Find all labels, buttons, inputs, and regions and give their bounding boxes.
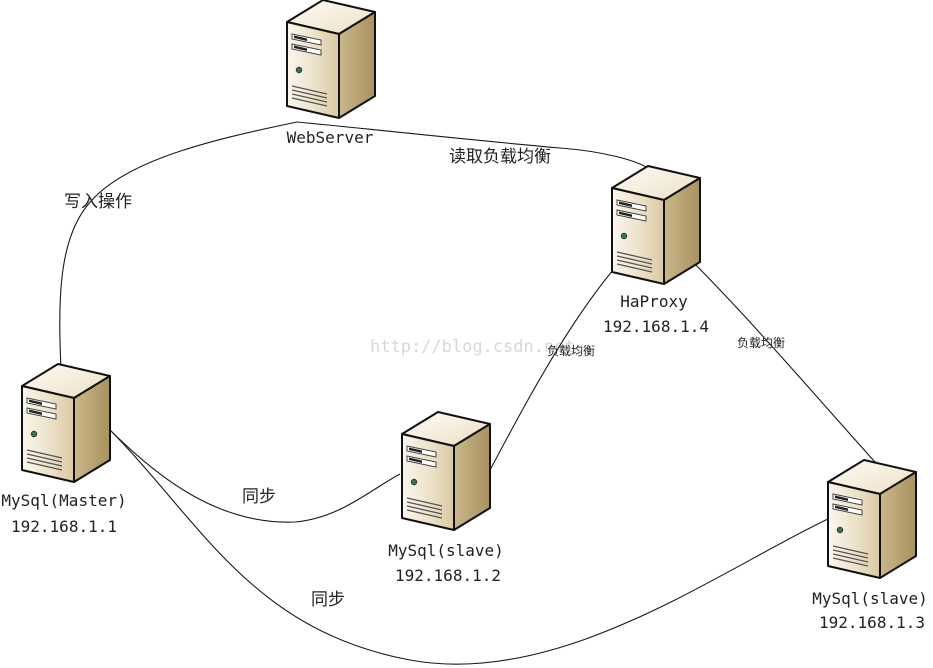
server-icon — [611, 165, 701, 285]
server-slave2 — [401, 411, 491, 531]
edge-read-lb — [296, 121, 655, 173]
edge-sync-slave2 — [107, 427, 401, 523]
edge-label-sync-slave3: 同步 — [311, 590, 345, 610]
server-icon — [21, 363, 111, 483]
server-icon — [401, 411, 491, 531]
haproxy-name: HaProxy — [620, 292, 688, 311]
slave2-ip: 192.168.1.2 — [395, 566, 501, 585]
edge-label-lb-slave3: 负载均衡 — [737, 336, 785, 350]
master-name: MySql(Master) — [1, 491, 126, 510]
edge-write — [59, 121, 298, 421]
server-icon — [827, 459, 917, 579]
edge-sync-slave3 — [107, 427, 831, 665]
slave3-name: MySql(slave) — [812, 589, 928, 608]
edge-label-write: 写入操作 — [64, 192, 132, 212]
webserver-name: WebServer — [287, 128, 374, 147]
server-haproxy — [611, 165, 701, 285]
edge-label-read-lb: 读取负载均衡 — [449, 147, 551, 167]
server-slave3 — [827, 459, 917, 579]
edge-label-lb-slave2: 负载均衡 — [547, 344, 595, 358]
master-ip: 192.168.1.1 — [11, 517, 117, 536]
edge-label-sync-slave2: 同步 — [242, 487, 276, 507]
server-master — [21, 363, 111, 483]
slave2-name: MySql(slave) — [388, 541, 504, 560]
watermark-text: http://blog.csdn.net — [370, 337, 575, 357]
haproxy-ip: 192.168.1.4 — [603, 317, 709, 336]
server-webserver — [286, 0, 376, 119]
server-icon — [286, 0, 376, 119]
slave3-ip: 192.168.1.3 — [819, 613, 925, 632]
